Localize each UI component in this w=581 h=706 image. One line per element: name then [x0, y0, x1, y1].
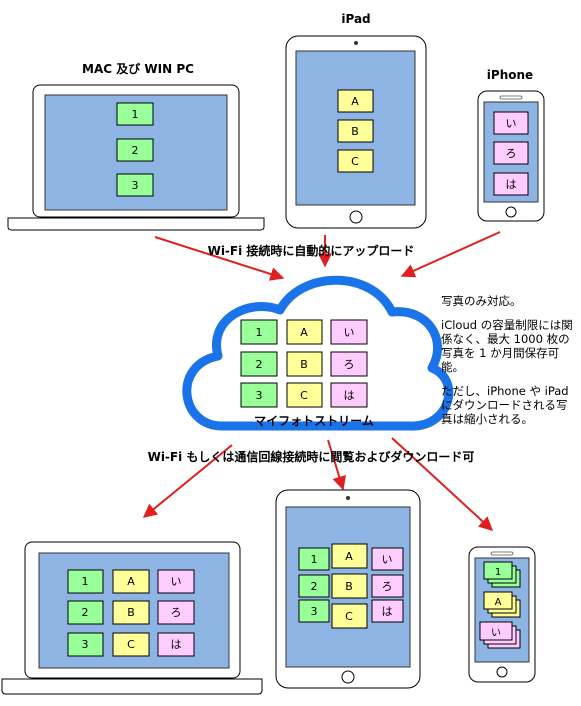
photo-label: い — [506, 117, 517, 130]
note-text: 写真のみ対応。 — [441, 294, 522, 308]
photo-group-cloud: 1 2 3 A B C い ろ は — [240, 319, 368, 408]
photo-label: 2 — [82, 606, 89, 619]
label-mac-pc: MAC 及び WIN PC — [82, 61, 194, 76]
photo-label: は — [171, 638, 182, 651]
cloud-label: マイフォトストリーム — [254, 414, 374, 428]
photo-label: 2 — [132, 144, 139, 157]
photo-group-ipad-bottom: 1 2 3 A B C い ろ は — [298, 543, 404, 629]
photo-label: い — [344, 326, 355, 339]
upload-arrow-iphone — [400, 231, 501, 278]
photo-label: 2 — [256, 358, 263, 371]
photo-label: C — [351, 155, 359, 168]
download-arrow-iphone — [391, 437, 494, 531]
photo-label: い — [171, 575, 182, 588]
photo-label: ろ — [506, 147, 517, 160]
download-arrow-pc — [142, 444, 233, 518]
photo-group-iphone-bottom: 1 A い — [479, 561, 521, 649]
photo-label: 3 — [311, 605, 318, 618]
note-text: iCloud の容量制限には関係なく、最大 1000 枚の写真を 1 か月間保存… — [441, 318, 573, 374]
label-iphone: iPhone — [487, 68, 533, 82]
photo-label: C — [345, 610, 353, 623]
photo-label: C — [300, 389, 308, 402]
photo-label: B — [351, 125, 359, 138]
photo-label: B — [300, 358, 308, 371]
photo-label: ろ — [171, 606, 182, 619]
photo-label: い — [382, 553, 393, 566]
photo-label: 3 — [82, 638, 89, 651]
photo-label: A — [127, 575, 135, 588]
photo-label: 1 — [82, 575, 89, 588]
photo-group-pc-top: 1 2 3 — [116, 102, 154, 197]
upload-arrows — [154, 231, 501, 281]
notes-panel: 写真のみ対応。 iCloud の容量制限には関係なく、最大 1000 枚の写真を… — [441, 294, 577, 436]
download-arrows — [142, 437, 494, 531]
photo-label: A — [345, 550, 353, 563]
download-label: Wi-Fi もしくは通信回線接続時に閲覧およびダウンロード可 — [148, 449, 475, 464]
photo-label: 3 — [256, 389, 263, 402]
photo-label: B — [345, 580, 353, 593]
photo-label: ろ — [344, 358, 355, 371]
photo-label: ろ — [382, 580, 393, 593]
upload-arrow-pc — [154, 236, 285, 281]
photo-label: い — [491, 628, 501, 639]
photo-label: A — [495, 597, 502, 608]
label-ipad: iPad — [341, 12, 370, 26]
photo-label: 1 — [311, 553, 318, 566]
photo-label: 1 — [132, 108, 139, 121]
upload-label: Wi-Fi 接続時に自動的にアップロード — [208, 243, 415, 258]
photo-label: A — [300, 326, 308, 339]
photo-label: は — [506, 178, 517, 191]
photo-label: は — [382, 605, 393, 618]
photo-group-pc-bottom: 1 2 3 A B C い ろ は — [67, 569, 195, 657]
photo-label: 3 — [132, 179, 139, 192]
photo-label: は — [344, 389, 355, 402]
photo-label: A — [351, 95, 359, 108]
photo-label: B — [127, 606, 135, 619]
photo-label: 1 — [256, 326, 263, 339]
photo-group-iphone-top: い ろ は — [493, 111, 529, 196]
photo-group-ipad-top: A B C — [337, 89, 374, 173]
photo-label: C — [127, 638, 135, 651]
download-arrow-ipad — [327, 439, 347, 491]
photo-label: 1 — [495, 567, 501, 578]
photo-label: 2 — [311, 580, 318, 593]
note-text: ただし、iPhone や iPad にダウンロードされる写真は縮小される。 — [441, 384, 569, 426]
